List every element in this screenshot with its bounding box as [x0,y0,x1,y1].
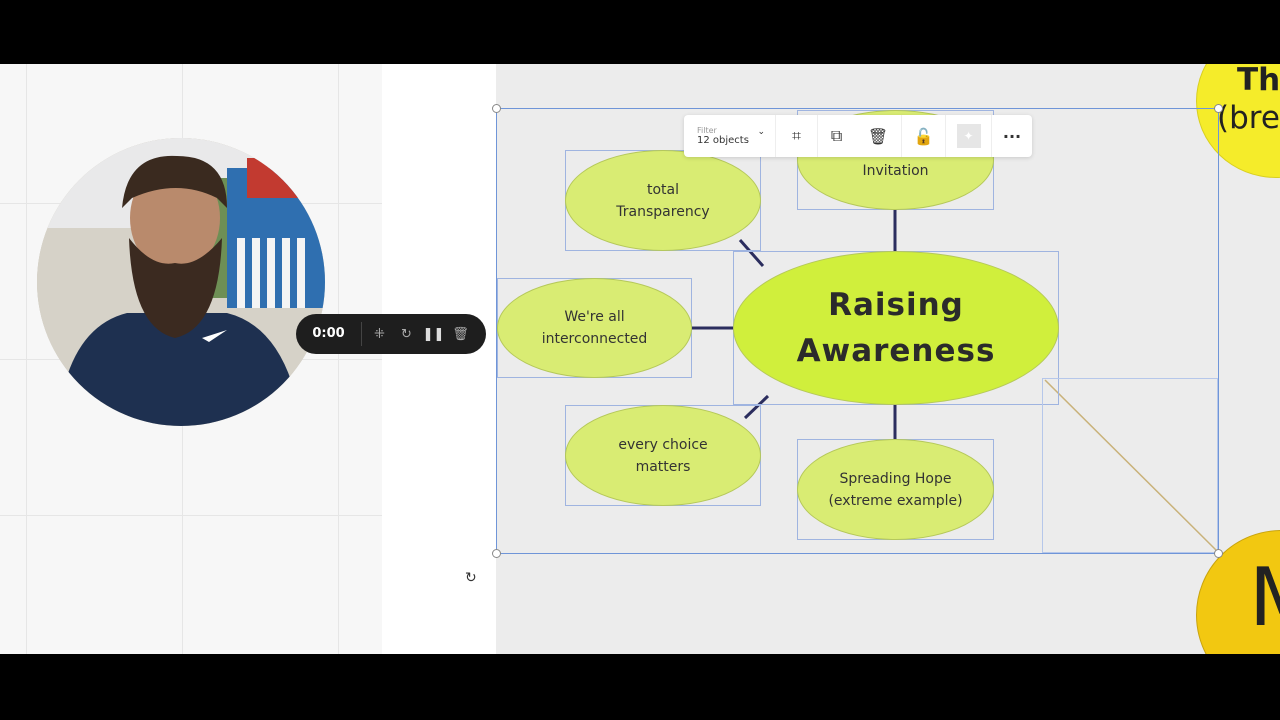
webcam-video [37,138,325,426]
filter-label: Filter [697,126,717,135]
node-text: Spreading Hope [839,470,952,487]
filter-value: 12 objects [697,135,749,146]
node-spreading-hope[interactable]: Spreading Hope (extreme example) [797,439,994,540]
node-interconnected[interactable]: We're all interconnected [497,278,692,378]
rotate-icon[interactable]: ↻ [465,570,477,586]
trash-icon[interactable]: 🗑 [452,326,469,342]
center-title: Raising [828,287,964,323]
connector-gold [1044,379,1219,553]
filter-dropdown[interactable]: Filter 12 objects ⌄ [684,115,776,157]
circle-letter: M [1249,551,1280,644]
node-every-choice[interactable]: every choice matters [565,405,761,506]
selection-toolbar: Filter 12 objects ⌄ ⌗ ⧉ 🗑 🔓 ✦ ··· [684,115,1032,157]
restart-icon[interactable]: ↻ [401,326,412,342]
selection-box[interactable] [496,108,1219,554]
lock-icon[interactable]: 🔓 [902,115,946,157]
node-text: We're all [564,309,625,325]
duplicate-icon[interactable]: ⧉ [830,126,843,145]
grid-icon[interactable]: ⁜ [374,326,385,342]
connector-choice [743,394,770,420]
node-text: (extreme example) [828,492,963,509]
recording-controls: 0:00 ⁜ ↻ ❚❚ 🗑 [296,314,486,354]
node-text: every choice [618,436,708,453]
group-icon[interactable]: ⌗ [776,115,818,157]
circle-title: Th [1237,64,1280,98]
circle-subtitle: (bre [1217,100,1280,136]
chevron-down-icon: ⌄ [757,127,765,137]
resize-handle[interactable] [492,549,501,558]
trash-icon[interactable]: 🗑 [867,126,889,146]
resize-handle[interactable] [1214,549,1223,558]
webcam-panel [0,64,496,654]
connector-transparency [738,239,765,267]
node-text: Transparency [616,203,710,220]
node-text: interconnected [541,331,648,347]
edit-group: ⧉ 🗑 [818,115,902,157]
more-options-icon[interactable]: ··· [1002,126,1022,146]
resize-handle[interactable] [1214,104,1223,113]
ai-sparkle-icon[interactable]: ✦ [946,115,992,157]
resize-handle[interactable] [492,104,501,113]
bbox [1042,378,1218,553]
recording-timer: 0:00 [296,322,362,346]
node-text: total [646,181,679,198]
pause-icon[interactable]: ❚❚ [422,326,445,342]
node-text: matters [635,458,691,475]
node-text: Invitation [862,163,929,179]
center-title: Awareness [796,333,996,369]
